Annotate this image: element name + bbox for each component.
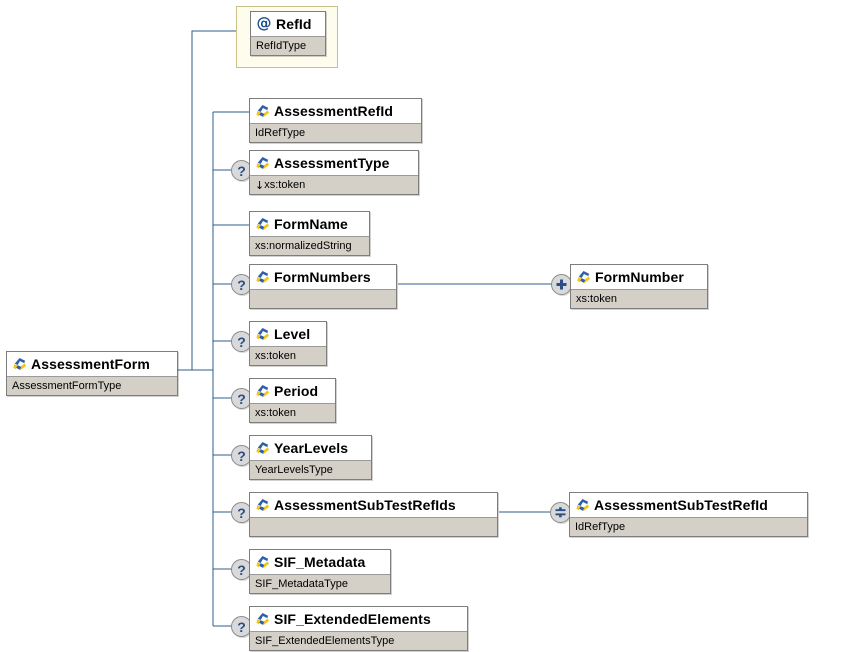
node-type: ↓xs:token: [250, 175, 418, 194]
asterisk-icon: [555, 507, 566, 518]
node-assessment-refid[interactable]: AssessmentRefId IdRefType: [249, 98, 422, 143]
node-type: SIF_MetadataType: [250, 574, 390, 593]
node-type: AssessmentFormType: [7, 376, 177, 395]
node-type: [250, 289, 396, 308]
node-name: AssessmentSubTestRefIds: [274, 497, 456, 513]
xsd-element-icon: [576, 270, 591, 285]
marker-glyph: ?: [237, 504, 246, 521]
xsd-element-icon: [255, 327, 270, 342]
xsd-element-icon: [255, 555, 270, 570]
xsd-element-icon: [255, 441, 270, 456]
node-type: xs:normalizedString: [250, 236, 369, 255]
restriction-arrow-icon: ↓: [255, 178, 265, 192]
type-text: xs:token: [264, 179, 306, 191]
node-title: Level: [250, 322, 326, 346]
node-name: FormName: [274, 216, 348, 232]
node-form-numbers[interactable]: FormNumbers: [249, 264, 397, 309]
node-level[interactable]: Level xs:token: [249, 321, 327, 366]
marker-glyph: ?: [237, 162, 246, 179]
node-name: SIF_ExtendedElements: [274, 611, 431, 627]
node-name: YearLevels: [274, 440, 349, 456]
node-type: YearLevelsType: [250, 460, 371, 479]
xsd-element-icon: [255, 217, 270, 232]
marker-glyph: ?: [237, 561, 246, 578]
node-title: Period: [250, 379, 335, 403]
marker-glyph: ?: [237, 390, 246, 407]
node-type: RefIdType: [251, 36, 325, 55]
node-title: AssessmentSubTestRefId: [570, 493, 807, 517]
node-name: FormNumbers: [274, 269, 371, 285]
xsd-element-icon: [255, 612, 270, 627]
node-name: RefId: [276, 16, 312, 32]
marker-glyph: ?: [237, 333, 246, 350]
xsd-element-icon: [12, 357, 27, 372]
xsd-attribute-icon: @: [256, 14, 272, 32]
node-type: xs:token: [250, 403, 335, 422]
node-type: IdRefType: [570, 517, 807, 536]
marker-glyph: ?: [237, 618, 246, 635]
node-title: FormNumber: [571, 265, 707, 289]
node-name: FormNumber: [595, 269, 684, 285]
node-title: SIF_Metadata: [250, 550, 390, 574]
node-form-name[interactable]: FormName xs:normalizedString: [249, 211, 370, 256]
node-period[interactable]: Period xs:token: [249, 378, 336, 423]
node-type: IdRefType: [250, 123, 421, 142]
node-name: Level: [274, 326, 311, 342]
node-sif-metadata[interactable]: SIF_Metadata SIF_MetadataType: [249, 549, 391, 594]
node-year-levels[interactable]: YearLevels YearLevelsType: [249, 435, 372, 480]
node-title: AssessmentRefId: [250, 99, 421, 123]
xsd-element-icon: [255, 498, 270, 513]
node-name: AssessmentSubTestRefId: [594, 497, 768, 513]
marker-glyph: ?: [237, 447, 246, 464]
node-refid[interactable]: @ RefId RefIdType: [250, 11, 326, 56]
node-name: AssessmentForm: [31, 356, 150, 372]
occurrence-marker-zero-or-more[interactable]: [550, 502, 571, 523]
node-assessment-subtest-refid[interactable]: AssessmentSubTestRefId IdRefType: [569, 492, 808, 537]
node-assessment-type[interactable]: AssessmentType ↓xs:token: [249, 150, 419, 195]
xsd-element-icon: [255, 156, 270, 171]
node-name: AssessmentType: [274, 155, 390, 171]
plus-icon: [556, 279, 567, 290]
node-title: @ RefId: [251, 12, 325, 36]
node-name: SIF_Metadata: [274, 554, 366, 570]
node-title: YearLevels: [250, 436, 371, 460]
node-assessment-form[interactable]: AssessmentForm AssessmentFormType: [6, 351, 178, 396]
node-assessment-subtest-refids[interactable]: AssessmentSubTestRefIds: [249, 492, 498, 537]
node-name: AssessmentRefId: [274, 103, 393, 119]
node-type: xs:token: [250, 346, 326, 365]
marker-glyph: ?: [237, 276, 246, 293]
xsd-element-icon: [255, 384, 270, 399]
node-form-number[interactable]: FormNumber xs:token: [570, 264, 708, 309]
node-type: xs:token: [571, 289, 707, 308]
node-title: AssessmentSubTestRefIds: [250, 493, 497, 517]
node-title: SIF_ExtendedElements: [250, 607, 467, 631]
node-sif-extended-elements[interactable]: SIF_ExtendedElements SIF_ExtendedElement…: [249, 606, 468, 651]
node-type: [250, 517, 497, 536]
xsd-element-icon: [255, 270, 270, 285]
xsd-element-icon: [575, 498, 590, 513]
occurrence-marker-one-or-more[interactable]: [551, 274, 572, 295]
node-title: AssessmentType: [250, 151, 418, 175]
node-name: Period: [274, 383, 319, 399]
node-title: FormNumbers: [250, 265, 396, 289]
node-title: AssessmentForm: [7, 352, 177, 376]
node-title: FormName: [250, 212, 369, 236]
xsd-element-icon: [255, 104, 270, 119]
node-type: SIF_ExtendedElementsType: [250, 631, 467, 650]
